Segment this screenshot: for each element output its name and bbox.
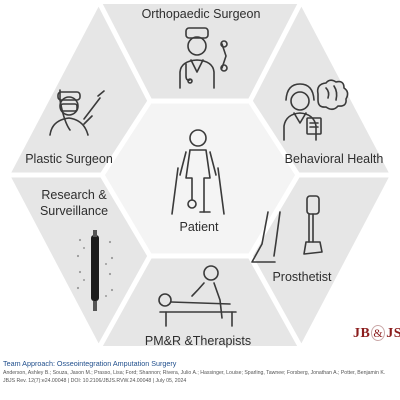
label-research-line2: Surveillance xyxy=(40,204,108,218)
article-citation: JBJS Rev. 12(7):e24.00048 | DOI: 10.2106… xyxy=(3,378,187,384)
label-pmr-therapists: PM&R &Therapists xyxy=(145,334,251,348)
label-behavioral-health: Behavioral Health xyxy=(285,152,384,166)
citation-footer: Team Approach: Osseointegration Amputati… xyxy=(3,359,397,386)
research-device-icon xyxy=(76,230,114,311)
label-orthopaedic-surgeon: Orthopaedic Surgeon xyxy=(142,7,261,21)
hexagon-diagram: Orthopaedic Surgeon Plastic Surgeon Beha… xyxy=(10,2,390,348)
patient-icon xyxy=(171,129,225,215)
prosthetic-leg-icon xyxy=(251,195,323,263)
article-title: Team Approach: Osseointegration Amputati… xyxy=(3,359,177,368)
segment-orthopaedic-surgeon xyxy=(100,4,300,101)
segment-prosthetist xyxy=(250,175,390,346)
segment-plastic-surgeon xyxy=(10,4,150,175)
label-plastic-surgeon: Plastic Surgeon xyxy=(25,152,113,166)
logo-right: JS xyxy=(386,326,400,341)
label-research-line1: Research & xyxy=(41,188,107,202)
jbjs-logo: JB&JS xyxy=(353,325,400,342)
orthopaedic-surgeon-icon xyxy=(179,27,228,89)
label-patient: Patient xyxy=(180,220,219,234)
logo-left: JB xyxy=(353,326,371,341)
plastic-surgeon-icon xyxy=(49,89,105,136)
segment-pmr-therapists xyxy=(100,256,300,346)
segment-behavioral-health xyxy=(250,4,390,175)
label-prosthetist: Prosthetist xyxy=(272,270,332,284)
segment-research-surveillance xyxy=(10,175,150,346)
logo-amp: & xyxy=(371,325,386,341)
center-hexagon xyxy=(102,101,298,256)
behavioral-health-icon xyxy=(283,79,349,141)
article-authors: Anderson, Ashley B.; Souza, Jason M.; Pr… xyxy=(3,370,386,376)
therapist-icon xyxy=(158,265,237,327)
segment-dividers xyxy=(10,2,390,348)
